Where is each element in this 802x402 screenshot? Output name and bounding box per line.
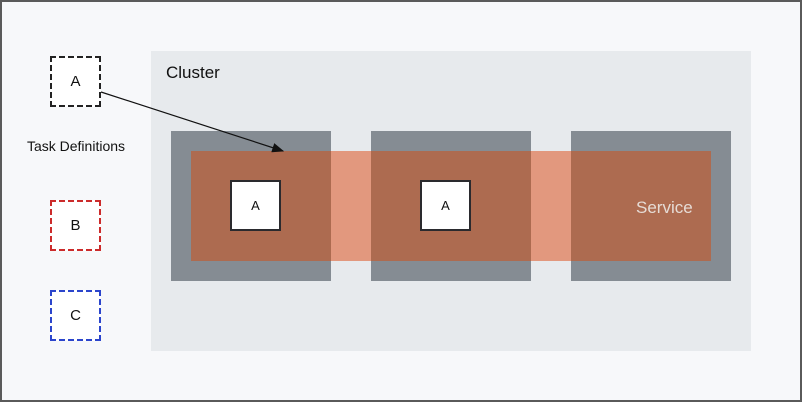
cluster-label: Cluster <box>166 63 220 82</box>
running-task-2: A <box>420 180 471 231</box>
service-label: Service <box>636 198 693 217</box>
task-definition-b: B <box>50 200 101 251</box>
task-definition-c: C <box>50 290 101 341</box>
task-definition-a: A <box>50 56 101 107</box>
task-definitions-label: Task Definitions <box>26 138 126 154</box>
service-segment-3 <box>571 151 711 261</box>
running-task-1: A <box>230 180 281 231</box>
